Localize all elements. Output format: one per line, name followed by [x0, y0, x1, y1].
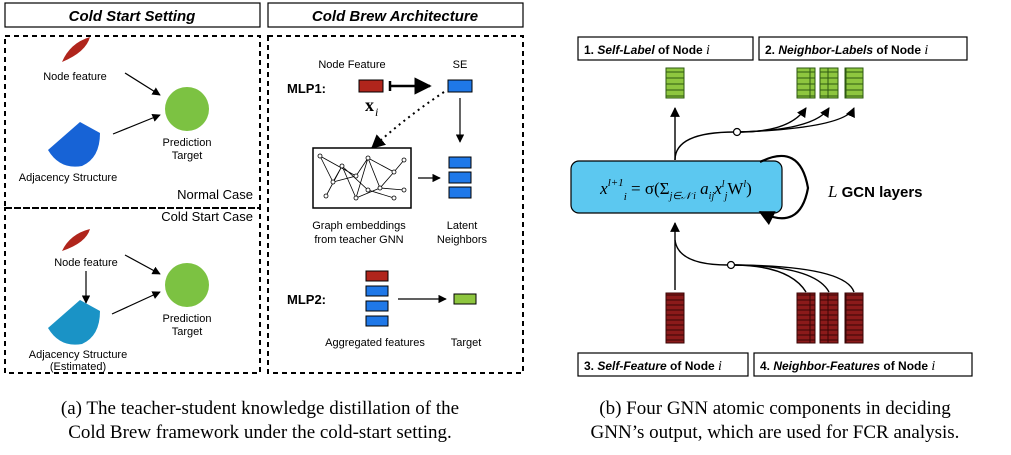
cold-prediction-label-1: Prediction — [163, 313, 212, 325]
bottom-connectors — [670, 222, 855, 293]
layer-loop-arrow — [758, 154, 810, 226]
mlp1-label: MLP1: — [287, 81, 326, 96]
caption-b-line1: (b) Four GNN atomic components in decidi… — [599, 398, 951, 419]
arrow-cold-feature-to-prediction — [124, 254, 161, 275]
se-block — [447, 79, 473, 93]
target-block — [453, 293, 477, 305]
bottom-junction — [726, 260, 736, 270]
self-feature-box: 3. Self-Feature of Node i — [577, 352, 749, 377]
cold-start-case-box — [4, 207, 261, 374]
latent-neighbors-stack — [448, 156, 472, 199]
normal-adjacency-label: Adjacency Structure — [19, 172, 117, 184]
svg-text:3. Self-Feature of Node i: 3. Self-Feature of Node i — [584, 359, 722, 374]
normal-case-box — [4, 35, 261, 209]
adjacency-shape — [48, 122, 100, 167]
x-symbol: x — [365, 95, 374, 115]
latent-label-1: Latent — [447, 220, 478, 232]
latent-label-2: Neighbors — [437, 234, 488, 246]
neighbor-feature-stack-1 — [796, 292, 816, 344]
top-connectors — [670, 107, 855, 161]
aggregated-label: Aggregated features — [325, 337, 425, 349]
node-feature-block — [358, 79, 384, 93]
svg-text:1. Self-Label of Node i: 1. Self-Label of Node i — [584, 43, 710, 58]
node-feature-shape — [62, 37, 90, 62]
header-cold-start: Cold Start Setting — [4, 2, 261, 28]
gcn-layers-label: L GCN layers — [827, 182, 923, 201]
normal-prediction-label-2: Target — [172, 150, 203, 162]
cold-prediction-label-2: Target — [172, 326, 203, 338]
caption-a-line2: Cold Brew framework under the cold-start… — [68, 422, 452, 443]
target-label: Target — [451, 337, 482, 349]
self-feature-stack — [665, 292, 685, 344]
cold-adjacency-label-2: (Estimated) — [50, 361, 106, 373]
arrow-feature-to-prediction — [124, 72, 161, 96]
svg-text:2. Neighbor-Labels of Node i: 2. Neighbor-Labels of Node i — [765, 43, 928, 58]
cold-start-case-label: Cold Start Case — [161, 209, 253, 224]
arrow-adjacency-to-prediction — [112, 113, 161, 135]
neighbor-feature-stack-2 — [819, 292, 839, 344]
top-junction — [732, 127, 742, 137]
svg-text:Cold Start Setting: Cold Start Setting — [69, 8, 196, 25]
se-label: SE — [453, 59, 468, 71]
self-label-stack — [665, 67, 685, 99]
header-cold-brew: Cold Brew Architecture — [267, 2, 524, 28]
neighbor-feature-stack-3 — [844, 292, 864, 344]
arrow-estimated-to-prediction — [111, 291, 161, 315]
prediction-circle — [165, 87, 209, 131]
estimated-adjacency-shape — [48, 300, 100, 345]
caption-b-line2: GNN’s output, which are used for FCR ana… — [591, 422, 960, 443]
gcn-formula-box: xl+1i = σ(Σj∈𝒩 i aijxljWl) — [570, 160, 783, 214]
neighbor-features-box: 4. Neighbor-Features of Node i — [753, 352, 973, 377]
cold-adjacency-label-1: Adjacency Structure — [29, 349, 127, 361]
svg-text:Cold Brew Architecture: Cold Brew Architecture — [312, 8, 478, 25]
aggregated-features-stack — [365, 270, 389, 327]
mlp2-label: MLP2: — [287, 292, 326, 307]
neighbor-label-stack-1 — [796, 67, 816, 99]
neighbor-label-stack-3 — [844, 67, 864, 99]
arch-node-feature-label: Node Feature — [318, 59, 385, 71]
teacher-graph-box — [312, 147, 412, 209]
normal-case-label: Normal Case — [177, 187, 253, 202]
cold-prediction-circle — [165, 263, 209, 307]
graph-emb-label-1: Graph embeddings — [312, 220, 406, 232]
normal-prediction-label-1: Prediction — [163, 137, 212, 149]
neighbor-label-stack-2 — [819, 67, 839, 99]
graph-emb-label-2: from teacher GNN — [314, 234, 403, 246]
normal-node-feature-label: Node feature — [43, 71, 107, 83]
caption-a-line1: (a) The teacher-student knowledge distil… — [61, 398, 459, 419]
self-label-box: 1. Self-Label of Node i — [577, 36, 754, 61]
cold-node-feature-label: Node feature — [54, 257, 118, 269]
cold-node-feature-shape — [62, 229, 90, 251]
neighbor-labels-box: 2. Neighbor-Labels of Node i — [758, 36, 968, 61]
x-subscript: i — [375, 105, 378, 119]
dotted-distill-arrow — [370, 91, 445, 149]
svg-text:4. Neighbor-Features of Node i: 4. Neighbor-Features of Node i — [760, 359, 935, 374]
architecture-box — [267, 35, 524, 374]
